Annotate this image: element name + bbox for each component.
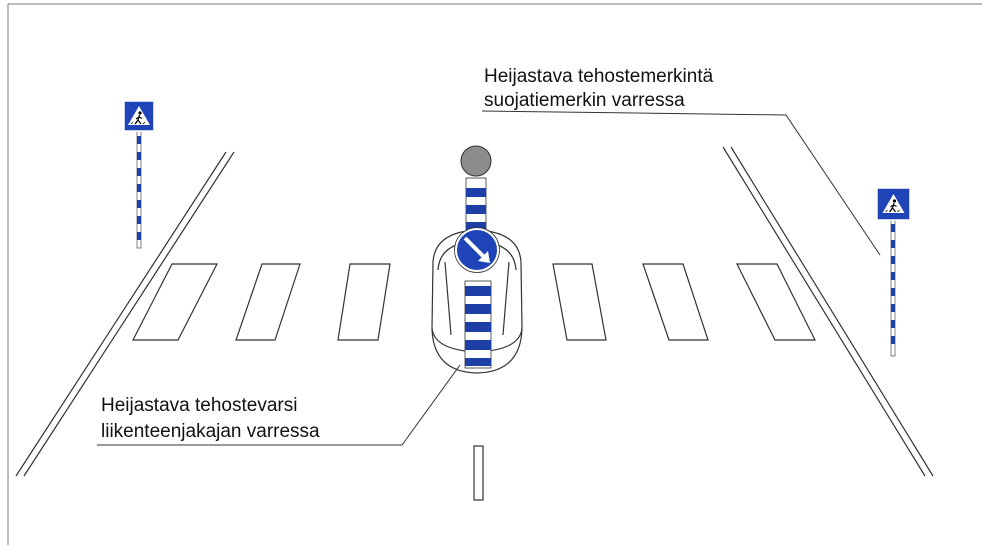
zebra-stripe: [235, 263, 301, 341]
label-top-right-line1: Heijastava tehostemerkintä: [484, 66, 714, 87]
lane-marking: [473, 445, 484, 501]
leader-line-top-right: [481, 110, 881, 256]
zebra-stripe: [552, 263, 607, 341]
pedestrian-crossing-sign-icon: [123, 100, 155, 132]
crossing-sign-left: [123, 100, 155, 249]
keep-right-arrow-icon: [454, 227, 500, 273]
frame-border: [7, 3, 982, 545]
delineator-post: [464, 280, 492, 369]
label-bottom-left-line2: liikenteenjakajan varressa: [101, 421, 320, 442]
road-edge-right: [722, 146, 934, 477]
zebra-stripe: [642, 263, 709, 341]
label-bottom-left-line1: Heijastava tehostevarsi: [101, 395, 297, 416]
road-edge-left: [15, 151, 235, 477]
pedestrian-crossing-sign-icon: [876, 187, 911, 221]
zebra-stripe: [337, 263, 391, 341]
label-top-right-line2: suojatiemerkin varressa: [484, 90, 685, 111]
leader-line-bottom-left: [97, 364, 461, 446]
zebra-stripe: [132, 263, 218, 341]
zebra-stripe: [736, 263, 816, 341]
crossing-sign-right: [876, 187, 911, 357]
beacon-globe-icon: [460, 145, 492, 177]
zebra-crossing: [132, 263, 816, 341]
